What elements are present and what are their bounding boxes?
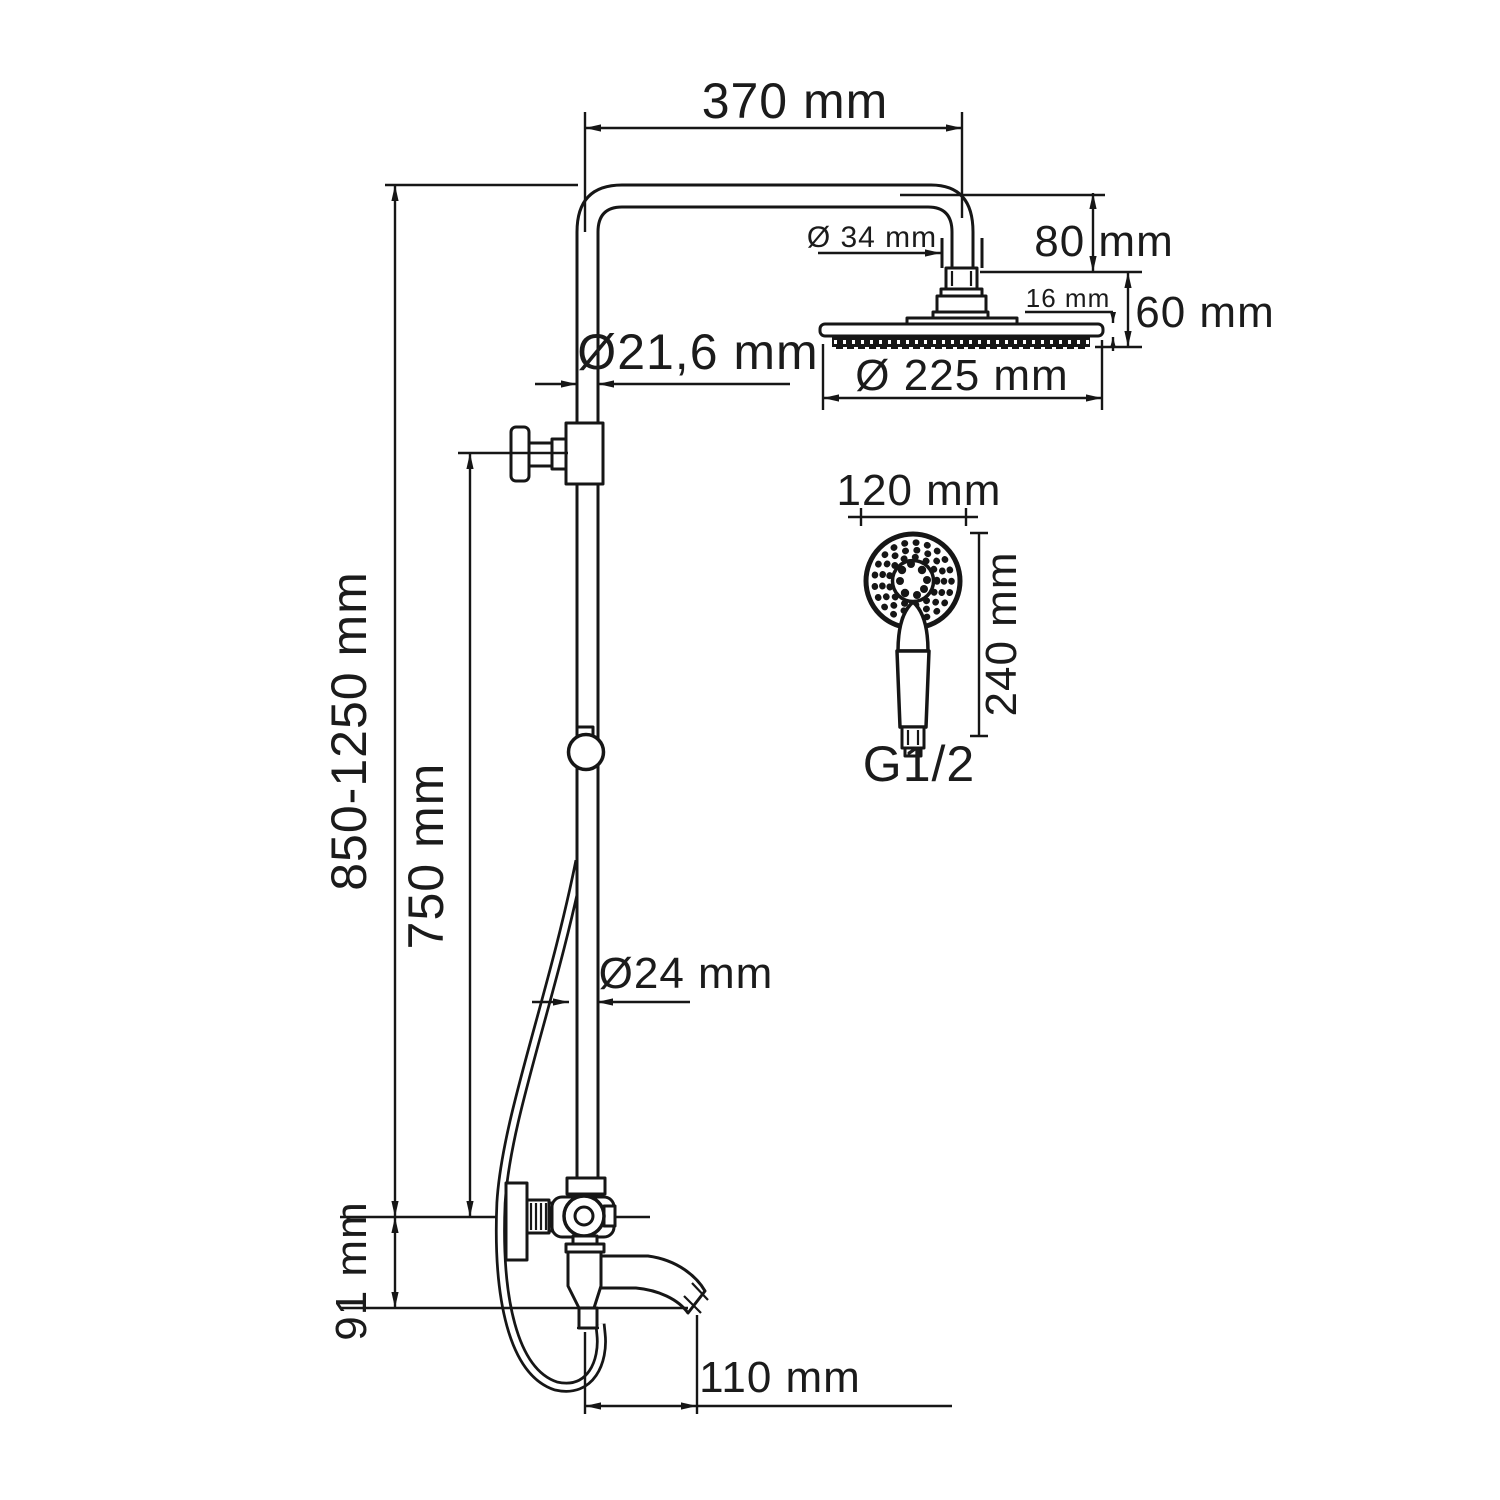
head-disc <box>818 322 1105 338</box>
dim-head-rim-label: 16 mm <box>1026 283 1110 313</box>
mixer-lower-body <box>566 1250 603 1330</box>
dim-lower-pipe-diameter-label: Ø24 mm <box>599 949 774 998</box>
wall-bracket-upper <box>509 421 605 486</box>
handshower-hub-nozzles <box>896 560 931 599</box>
spout-outlet-hatch <box>683 1295 702 1314</box>
valve-cap <box>562 1194 606 1238</box>
dim-head-height-label: 60 mm <box>1135 288 1274 337</box>
dim-connector-diameter-label: Ø 34 mm <box>807 221 937 254</box>
dim-column-height-label: 850-1250 mm <box>321 571 377 891</box>
dim-upper-pipe-diameter-label: Ø21,6 mm <box>577 324 818 380</box>
head-connector <box>905 238 1019 326</box>
dim-spout-drop-label: 91 mm <box>327 1201 376 1340</box>
dim-spout-reach-label: 110 mm <box>699 1353 861 1402</box>
handshower-handle <box>895 649 931 729</box>
dim-handshower-diameter-label: 120 mm <box>837 466 1002 515</box>
dim-head-diameter-label: Ø 225 mm <box>855 351 1068 400</box>
dimension-lines <box>340 112 1142 1414</box>
bracket-collar <box>564 421 605 486</box>
handshower-neck <box>896 600 930 653</box>
rain-shower-head <box>818 322 1105 349</box>
dim-head-offset-label: 80 mm <box>1034 217 1173 266</box>
handshower-thread-label: G1/2 <box>863 736 975 792</box>
hand-shower <box>863 531 963 758</box>
dimension-labels: 370 mm 850-1250 mm 750 mm 91 mm Ø21,6 mm… <box>321 73 1274 1402</box>
mixer-assembly <box>504 1176 617 1262</box>
dim-arm-length-label: 370 mm <box>702 73 889 129</box>
bath-spout <box>598 1254 709 1315</box>
wall-plate-lower <box>504 1181 529 1262</box>
hose-connector <box>577 1306 599 1330</box>
connector-nut <box>944 266 979 291</box>
slider-knob <box>566 725 606 772</box>
dim-bracket-height-label: 750 mm <box>398 763 454 950</box>
dim-handshower-length-label: 240 mm <box>977 552 1026 717</box>
